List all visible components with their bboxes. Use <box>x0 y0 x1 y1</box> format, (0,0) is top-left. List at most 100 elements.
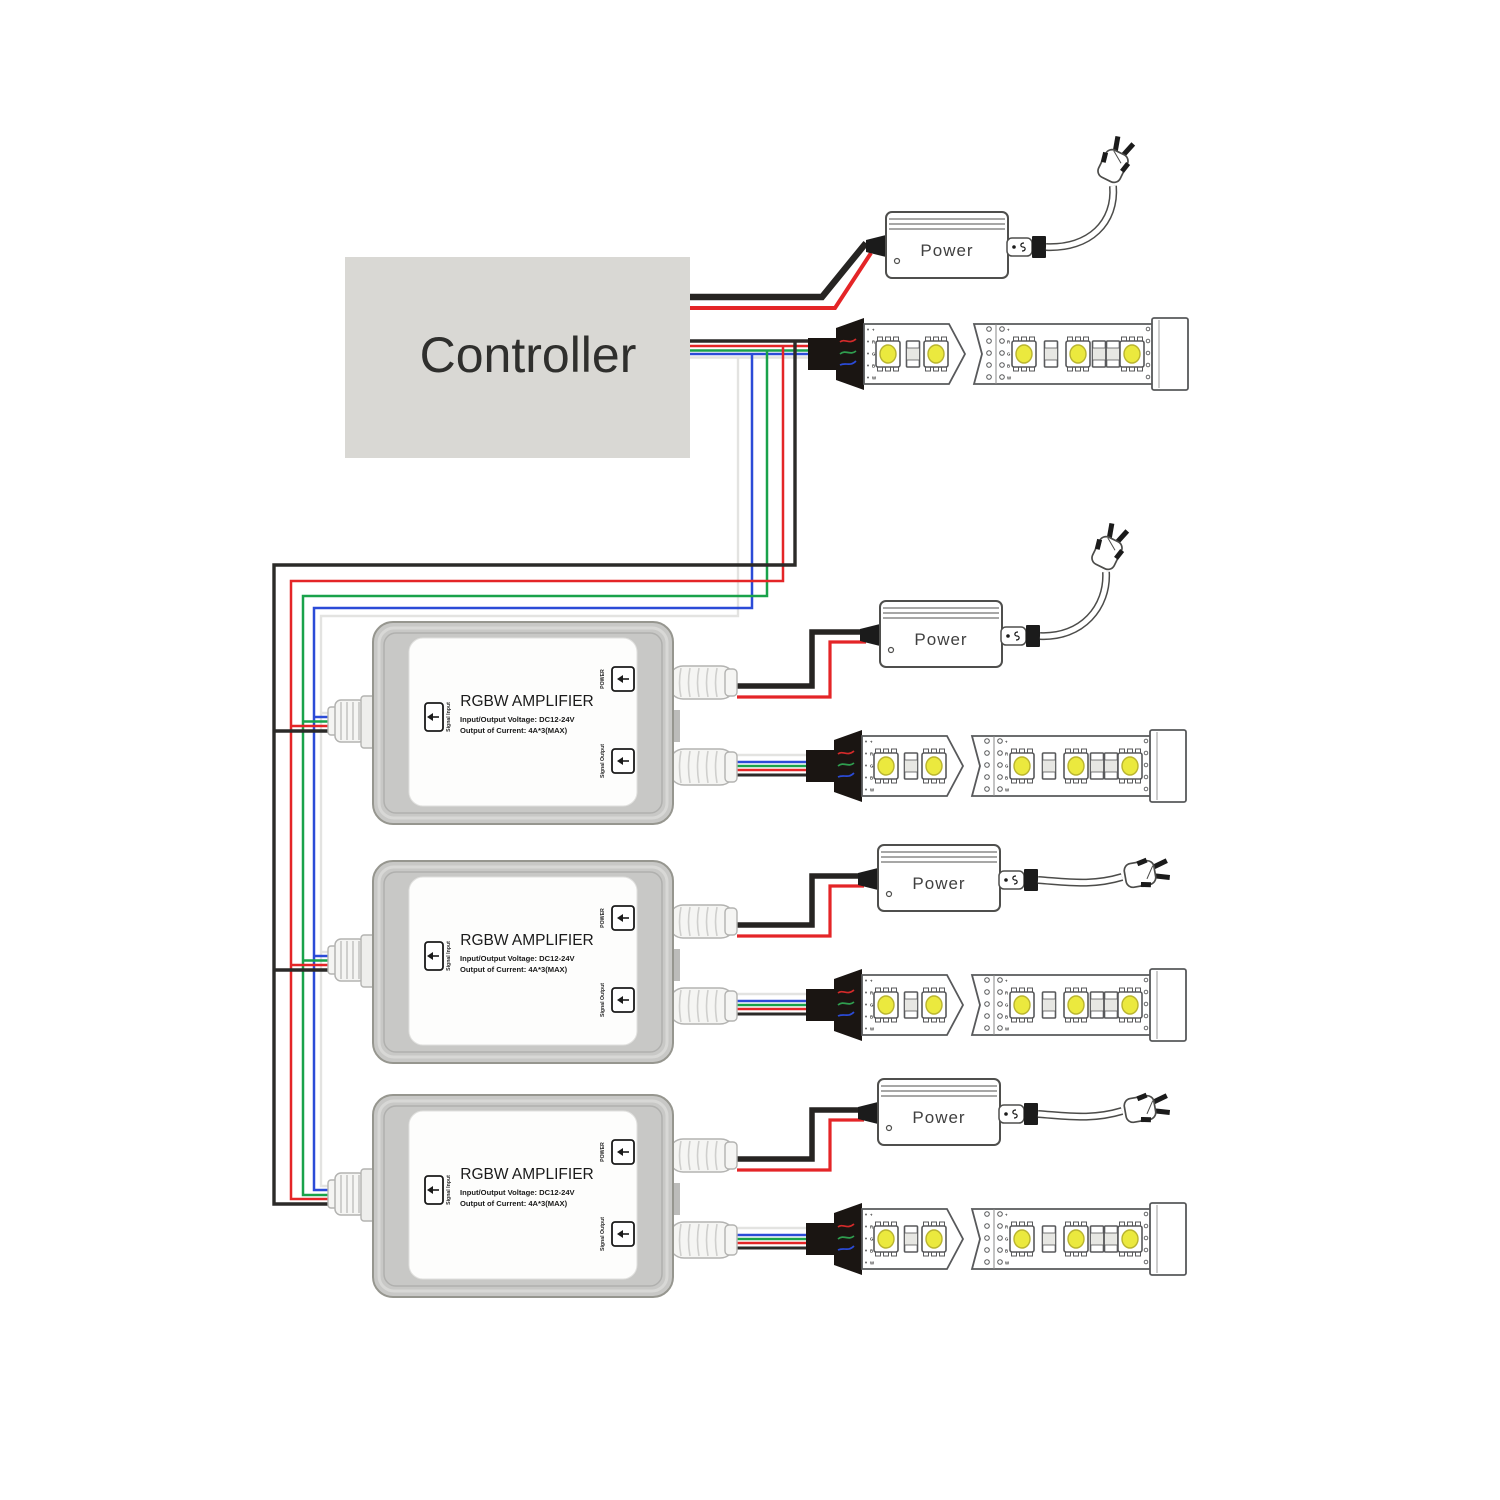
output-wire-red <box>735 768 812 1245</box>
svg-text:R: R <box>1005 1225 1009 1230</box>
svg-text:W: W <box>1007 376 1012 381</box>
svg-text:R: R <box>1007 340 1011 345</box>
amplifier-3-spec2: Output of Current: 4A*3(MAX) <box>460 1199 568 1208</box>
signal-bus-wires <box>272 339 812 1206</box>
svg-text:B: B <box>1005 776 1008 781</box>
amplifier-3: RGBW AMPLIFIER Input/Output Voltage: DC1… <box>326 1093 739 1299</box>
output-wire-green <box>735 764 812 1241</box>
led-strip-1: + R G B W + R G B W <box>808 318 1188 390</box>
signal-wire-blue <box>312 352 812 1192</box>
svg-text:B: B <box>1007 364 1010 369</box>
svg-text:+: + <box>872 328 875 333</box>
amplifier-3-title: RGBW AMPLIFIER <box>460 1166 594 1183</box>
controller-power-wire-black <box>690 240 869 301</box>
amplifier-2: RGBW AMPLIFIER Input/Output Voltage: DC1… <box>326 859 739 1065</box>
power-cord-1-outline <box>1045 185 1118 252</box>
amplifier-2-spec1: Input/Output Voltage: DC12-24V <box>460 954 576 963</box>
svg-text:W: W <box>872 376 877 381</box>
svg-text:G: G <box>1005 764 1009 769</box>
led-strip-3-pad-labels: + R G B W + R G B W <box>870 979 1010 1032</box>
amplifier-2-title: RGBW AMPLIFIER <box>460 932 594 949</box>
amp-output-wires <box>735 753 812 1250</box>
amplifier-3-signal-input-label: Signal Input <box>446 1175 452 1205</box>
controller-box: Controller <box>345 257 690 458</box>
amp-power-wires-black <box>737 629 866 1162</box>
svg-text:B: B <box>872 364 875 369</box>
svg-text:+: + <box>870 979 873 984</box>
svg-text:W: W <box>870 1027 875 1032</box>
svg-text:+: + <box>1005 1213 1008 1218</box>
svg-text:W: W <box>870 1261 875 1266</box>
svg-text:G: G <box>872 352 876 357</box>
svg-text:+: + <box>1005 979 1008 984</box>
power-wires <box>690 240 873 1172</box>
svg-text:B: B <box>870 776 873 781</box>
svg-text:R: R <box>870 1225 874 1230</box>
led-strip-1-pad-labels: + R G B W + R G B W <box>872 328 1012 381</box>
controller-label: Controller <box>420 327 637 383</box>
svg-text:R: R <box>870 752 874 757</box>
power-cord-4 <box>1037 1108 1123 1120</box>
power-unit-2-label: Power <box>914 630 967 649</box>
power-unit-4-label: Power <box>912 1108 965 1127</box>
amplifier-3-spec1: Input/Output Voltage: DC12-24V <box>460 1188 576 1197</box>
led-strip-3: + R G B W + R G B W <box>806 969 1186 1041</box>
svg-text:W: W <box>1005 788 1010 793</box>
output-wire-white <box>735 753 812 1230</box>
svg-text:G: G <box>870 1003 874 1008</box>
led-strip-4: + R G B W + R G B W <box>806 1203 1186 1275</box>
amplifier-1-title: RGBW AMPLIFIER <box>460 693 594 710</box>
svg-text:+: + <box>1005 740 1008 745</box>
ac-plug-4 <box>1121 1088 1173 1128</box>
svg-text:G: G <box>1007 352 1011 357</box>
controller-power-wire-red <box>690 251 873 310</box>
power-unit-1: Power <box>865 132 1141 279</box>
svg-text:B: B <box>1005 1249 1008 1254</box>
amplifier-3-signal-output-label: Signal Output <box>600 1217 606 1251</box>
power-cord-2 <box>1039 571 1109 639</box>
amplifier-1-signal-input-label: Signal Input <box>446 702 452 732</box>
power-unit-3: Power <box>857 844 1173 912</box>
led-strip-2: + R G B W + R G B W <box>806 730 1186 802</box>
power-cord-3 <box>1037 874 1123 886</box>
svg-text:W: W <box>870 788 875 793</box>
ac-plug-2 <box>1086 519 1135 574</box>
output-wire-blue <box>735 760 812 1237</box>
svg-text:R: R <box>1005 752 1009 757</box>
power-unit-2: Power <box>859 519 1135 668</box>
amplifier-1-signal-output-label: Signal Output <box>600 744 606 778</box>
amplifier-1-spec1: Input/Output Voltage: DC12-24V <box>460 715 576 724</box>
svg-text:G: G <box>870 1237 874 1242</box>
amplifier-2-spec2: Output of Current: 4A*3(MAX) <box>460 965 568 974</box>
led-strip-4-pad-labels: + R G B W + R G B W <box>870 1213 1010 1266</box>
power-cord-2-outline <box>1039 571 1111 641</box>
signal-wire-green <box>301 349 812 1197</box>
svg-text:B: B <box>870 1015 873 1020</box>
ac-plug-3 <box>1121 853 1173 893</box>
amplifier-3-power-label: POWER <box>600 1142 606 1162</box>
svg-text:B: B <box>870 1249 873 1254</box>
amplifier-2-power-label: POWER <box>600 908 606 928</box>
svg-text:+: + <box>870 1213 873 1218</box>
output-wire-black <box>735 773 812 1250</box>
amplifier-1: RGBW AMPLIFIER Input/Output Voltage: DC1… <box>326 620 739 826</box>
svg-text:R: R <box>872 340 876 345</box>
power-unit-4: Power <box>857 1078 1173 1146</box>
power-unit-1-label: Power <box>920 241 973 260</box>
svg-text:R: R <box>1005 991 1009 996</box>
svg-text:R: R <box>870 991 874 996</box>
svg-text:+: + <box>1007 328 1010 333</box>
svg-text:W: W <box>1005 1027 1010 1032</box>
svg-text:W: W <box>1005 1261 1010 1266</box>
svg-text:+: + <box>870 740 873 745</box>
svg-text:G: G <box>1005 1003 1009 1008</box>
amplifier-1-power-label: POWER <box>600 669 606 689</box>
controller-body <box>345 257 690 458</box>
signal-wire-black <box>272 339 812 1206</box>
signal-wire-red <box>289 344 812 1201</box>
power-unit-3-label: Power <box>912 874 965 893</box>
amplifier-2-signal-input-label: Signal Input <box>446 941 452 971</box>
svg-text:B: B <box>1005 1015 1008 1020</box>
